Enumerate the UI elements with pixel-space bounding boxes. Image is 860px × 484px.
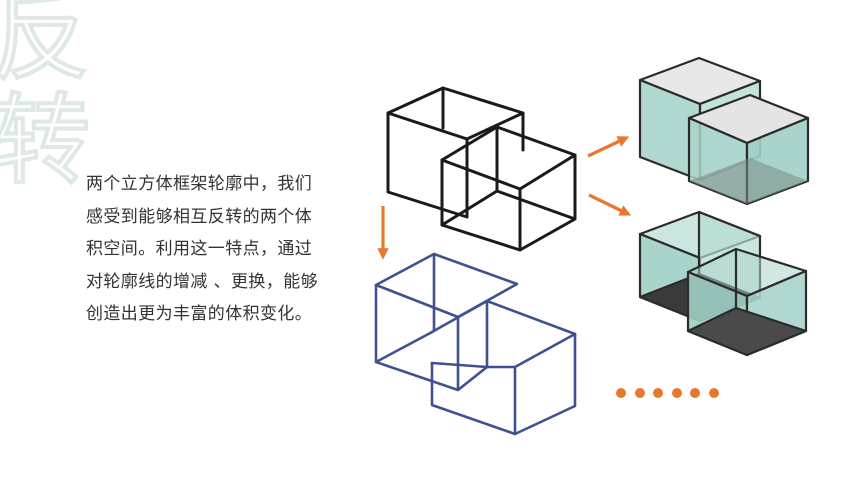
description-line-4: 对轮廓线的增减 、更换，能够 — [86, 271, 319, 292]
dot — [653, 388, 664, 398]
ellipsis-dots-icon — [616, 388, 719, 398]
description-line-3: 积空间。利用这一特点，通过 — [86, 239, 313, 259]
description-text: 两个立方体框架轮廓中，我们 感受到能够相互反转的两个体 积空间。利用这一特点，通… — [86, 168, 338, 331]
glass-cubes-top — [638, 56, 810, 206]
description-line-2: 感受到能够相互反转的两个体 — [86, 206, 313, 227]
glass-cubes-bottom — [638, 210, 808, 357]
background-decor-char-2: 转 — [0, 84, 91, 198]
blue-wireframe-cubes — [374, 252, 577, 436]
dot — [671, 388, 682, 398]
dot — [690, 388, 701, 398]
background-decor-char-1: 反 — [0, 0, 91, 94]
description-line-5: 创造出更为丰富的体积变化。 — [86, 304, 313, 324]
arrow-right-icon — [587, 136, 630, 158]
black-wireframe-cubes — [386, 86, 577, 252]
dot — [634, 388, 645, 398]
arrow-right-icon — [588, 193, 632, 216]
dot — [708, 388, 719, 398]
dot — [616, 388, 626, 398]
description-line-1: 两个立方体框架轮廓中，我们 — [86, 174, 313, 194]
